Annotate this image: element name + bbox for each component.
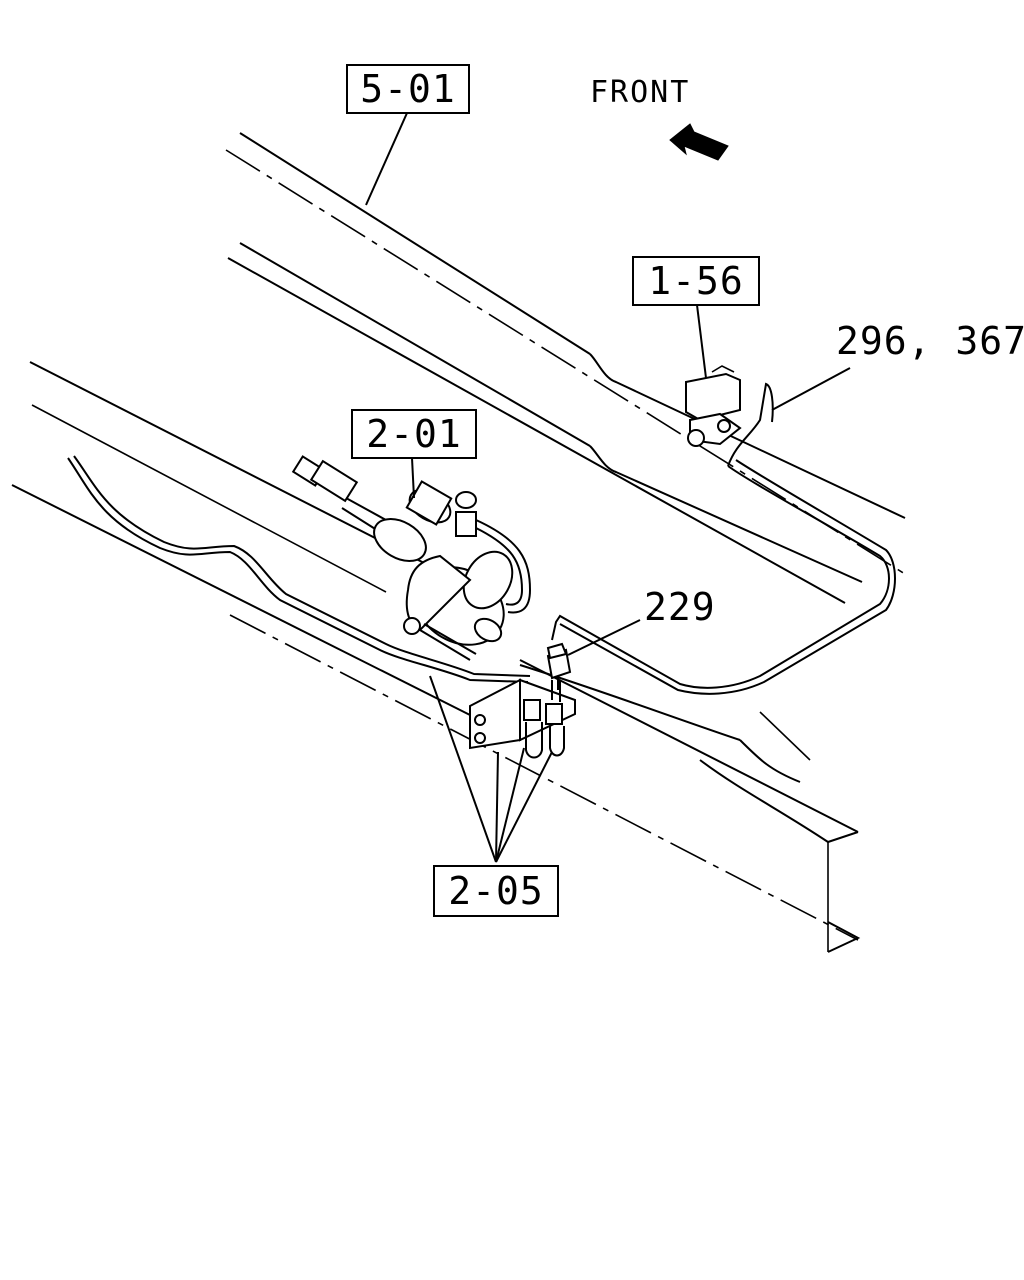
callout-2-05-text: 2-05 (448, 869, 544, 913)
callout-1-56-text: 1-56 (648, 259, 744, 303)
front-label: FRONT (590, 75, 690, 110)
callout-1-56: 1-56 (632, 256, 760, 306)
callout-2-01: 2-01 (351, 409, 477, 459)
callout-5-01: 5-01 (346, 64, 470, 114)
pump-assembly-2-01 (291, 455, 532, 661)
union-fitting-229 (546, 642, 572, 690)
clip-bracket-2-05 (469, 678, 576, 759)
callout-5-01-text: 5-01 (360, 67, 456, 111)
callout-2-05: 2-05 (433, 865, 559, 917)
bracket-assembly-1-56 (685, 365, 742, 447)
callout-2-01-text: 2-01 (366, 412, 462, 456)
part-number-296-367: 296, 367 (836, 319, 1024, 363)
leader-lines (365, 112, 851, 863)
upper-frame-rail (225, 132, 906, 604)
fuel-pipe (67, 382, 896, 695)
part-number-229: 229 (644, 585, 716, 629)
arrow-front-icon (669, 123, 729, 161)
lower-frame-rail (11, 361, 861, 953)
